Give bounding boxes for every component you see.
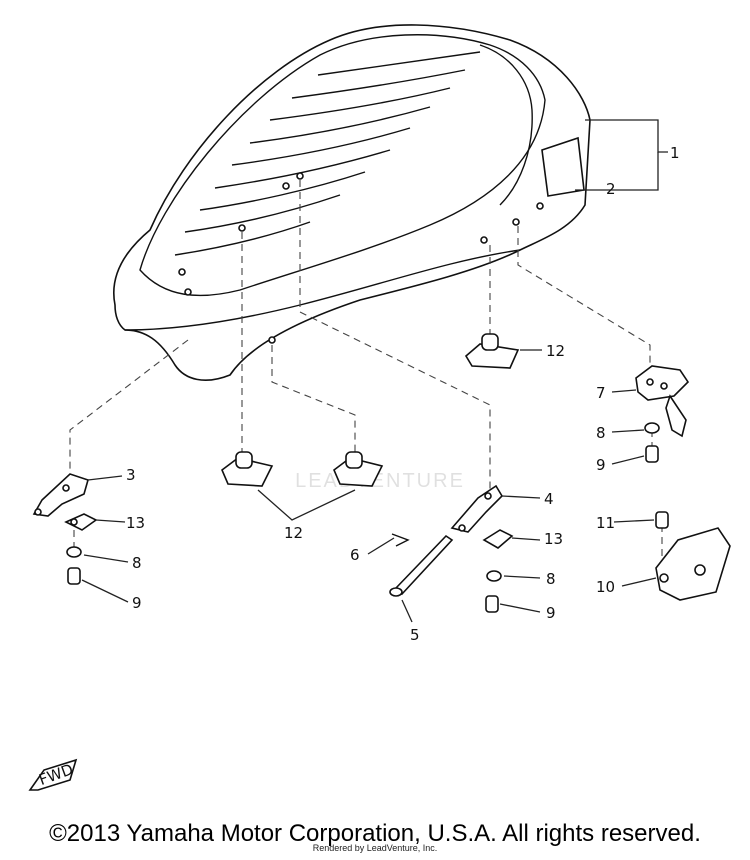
callout-9-left: 9 <box>132 594 142 612</box>
fwd-arrow: FWD <box>28 758 78 791</box>
callout-8-middle: 8 <box>546 570 556 588</box>
damper-12-left <box>221 451 274 487</box>
bolt-9-middle <box>485 595 499 613</box>
seat <box>113 24 591 381</box>
pin-5 <box>389 534 454 597</box>
callout-4: 4 <box>544 490 554 508</box>
callout-9-middle: 9 <box>546 604 556 622</box>
latch-7 <box>635 365 690 438</box>
callout-8-right: 8 <box>596 424 606 442</box>
cotter-pin-6 <box>391 533 410 547</box>
bracket-4 <box>450 484 504 533</box>
callout-12-lower: 12 <box>284 524 303 542</box>
washer-8-right <box>644 422 660 434</box>
rendered-by-text: Rendered by LeadVenture, Inc. <box>312 843 438 853</box>
screw-11 <box>655 511 669 529</box>
callout-10: 10 <box>596 578 615 596</box>
bolt-9-left <box>67 567 81 585</box>
callout-1: 1 <box>670 144 680 162</box>
callout-8-left: 8 <box>132 554 142 572</box>
callout-labels: 1 2 12 7 8 9 3 13 8 9 12 4 13 6 8 9 5 11… <box>126 144 680 644</box>
callout-5: 5 <box>410 626 420 644</box>
callout-11: 11 <box>596 514 615 532</box>
damper-12-upper <box>464 333 520 369</box>
lock-10 <box>655 527 731 601</box>
bracket-3 <box>32 473 89 517</box>
callout-7: 7 <box>596 384 606 402</box>
leader-lines <box>81 119 668 623</box>
callout-2: 2 <box>606 180 616 198</box>
bolt-9-right <box>645 445 659 463</box>
copyright-text: ©2013 Yamaha Motor Corporation, U.S.A. A… <box>49 820 701 847</box>
callout-13-left: 13 <box>126 514 145 532</box>
callout-13-right: 13 <box>544 530 563 548</box>
clip-13-left <box>64 513 98 531</box>
clip-13-right <box>482 529 514 549</box>
callout-6: 6 <box>350 546 360 564</box>
washer-8-middle <box>486 570 502 582</box>
callout-3: 3 <box>126 466 136 484</box>
washer-8-left <box>66 546 82 558</box>
callout-12-upper: 12 <box>546 342 565 360</box>
damper-12-right <box>333 451 384 487</box>
parts-diagram: FWD 1 2 12 7 8 9 3 13 8 9 12 4 13 <box>28 24 731 791</box>
callout-9-right: 9 <box>596 456 606 474</box>
